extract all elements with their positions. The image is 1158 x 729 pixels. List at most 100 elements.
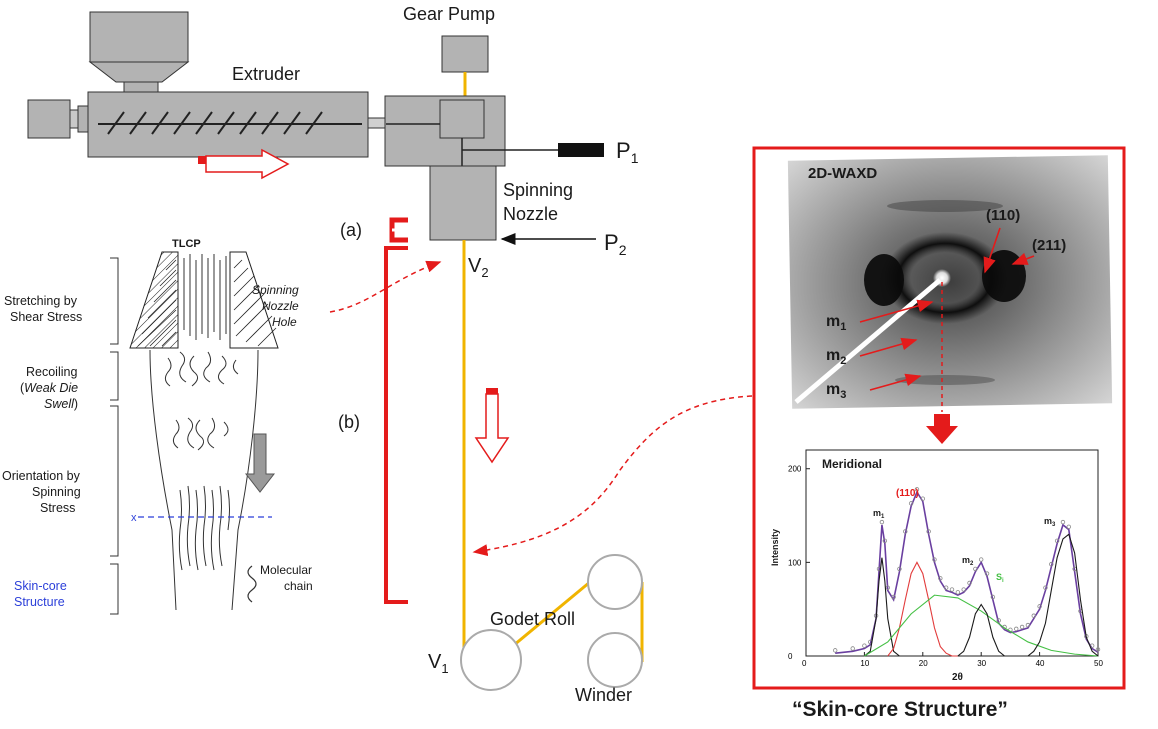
godet-roll-label: Godet Roll — [490, 609, 575, 629]
data-point — [1095, 647, 1101, 652]
stretching-label-2: Shear Stress — [10, 310, 82, 324]
label-a: (a) — [340, 220, 362, 240]
data-point — [914, 487, 920, 492]
bracket-b — [384, 246, 408, 604]
m2-label: m2 — [826, 347, 846, 367]
chart-peak-110: (110) — [896, 488, 919, 499]
stretching-label-1: Stretching by — [4, 294, 78, 308]
motor-block — [27, 99, 71, 139]
flow-arrow-right — [198, 148, 290, 180]
motor-coupling — [69, 109, 79, 129]
screw-flights — [107, 111, 323, 135]
godet-winder: Godet Roll Winder V1 — [428, 554, 644, 705]
data-point — [903, 529, 908, 534]
p1-label: P1 — [616, 138, 639, 166]
v1-label: V1 — [428, 651, 449, 676]
hopper-top — [89, 11, 189, 63]
molecular-label-2: chain — [284, 579, 313, 593]
arrow-m1 — [859, 299, 934, 323]
arrow-m3 — [869, 373, 922, 391]
arrow-110 — [983, 227, 1001, 274]
orientation-label-3: Stress — [40, 501, 75, 515]
data-point — [850, 646, 855, 651]
series-line-6 — [1027, 533, 1099, 657]
chart-title: Meridional — [822, 457, 882, 471]
hopper-neck — [123, 81, 159, 93]
y-tick-label: 0 — [788, 652, 793, 661]
beam-stop — [794, 278, 942, 404]
barrel-connector — [367, 117, 387, 129]
skin-core-caption: “Skin-core Structure” — [792, 698, 1008, 721]
extruder-label: Extruder — [232, 64, 300, 84]
bracket-recoiling — [110, 351, 119, 401]
hopper-funnel — [88, 61, 190, 83]
data-point — [908, 501, 914, 506]
orientation-label-1: Orientation by — [2, 469, 81, 483]
peak-110-label: (110) — [986, 207, 1020, 224]
oriented-chains — [178, 485, 230, 571]
fat-arrow-down — [926, 414, 958, 444]
recoiled-chains — [164, 351, 239, 451]
chart-peak-m2: m2 — [962, 555, 974, 567]
link-arrow-waxd — [472, 395, 753, 557]
x-tick-label: 50 — [1094, 659, 1103, 668]
data-point — [932, 557, 937, 562]
link-arrow-nozzle — [329, 260, 442, 313]
y-tick-label: 100 — [788, 558, 802, 567]
data-point — [1037, 604, 1042, 609]
die-left — [129, 251, 179, 349]
series-line-5 — [957, 603, 1005, 657]
data-point — [897, 566, 902, 572]
chart-peak-m1: m1 — [873, 508, 885, 520]
molecular-chain-icon — [247, 565, 257, 603]
data-point — [961, 587, 966, 592]
down-arrow-gray — [244, 433, 276, 493]
y-tick-label: 200 — [788, 465, 802, 474]
data-point — [1031, 613, 1036, 618]
waxd-title: 2D-WAXD — [808, 165, 877, 182]
data-point — [879, 519, 885, 525]
p2-label: P2 — [604, 230, 627, 258]
data-point — [949, 587, 955, 592]
nozzle-label-1: Spinning — [503, 180, 573, 200]
fiber-body-outline — [149, 349, 259, 611]
data-point — [862, 643, 867, 648]
data-point — [938, 576, 943, 581]
tlcp-title: TLCP — [172, 238, 201, 250]
data-point — [996, 618, 1001, 623]
chart-peak-m3: m3 — [1044, 516, 1056, 528]
skin-core-label-2: Structure — [14, 595, 65, 609]
gear-pump-top — [441, 35, 489, 73]
series-line-4 — [864, 594, 1099, 657]
label-b: (b) — [338, 412, 360, 432]
nozzle-hole-label-3: Hole — [272, 315, 297, 329]
data-point — [1014, 626, 1019, 632]
arrow-211 — [1011, 252, 1035, 265]
die-right — [229, 251, 279, 349]
bracket-orientation — [110, 405, 119, 557]
nozzle-hole-label-1: Spinning — [252, 283, 299, 297]
recoiling-label-1: Recoiling — [26, 365, 77, 379]
p1-sensor — [558, 143, 604, 157]
extruder-assembly: Extruder — [27, 11, 387, 180]
spinning-nozzle-block — [429, 165, 497, 241]
waxd-halo — [887, 200, 1003, 212]
aligned-chains-top — [183, 254, 227, 340]
chart-ylabel: Intensity — [770, 529, 780, 566]
molecular-label-1: Molecular — [260, 563, 312, 577]
waxd-halo-bottom — [895, 375, 995, 385]
x-tick-label: 30 — [977, 659, 986, 668]
godet-roll-bottom — [460, 629, 522, 691]
arrow-m2 — [859, 337, 918, 357]
data-point — [885, 585, 890, 590]
series-line-2 — [864, 557, 900, 657]
data-point — [882, 538, 888, 544]
fiber-line: V2 (a) (b) — [329, 217, 753, 650]
waxd-arc-left — [864, 254, 904, 306]
nozzle-hole-label-2: Nozzle — [262, 299, 299, 313]
data-point — [1049, 562, 1054, 567]
data-point — [955, 590, 961, 595]
data-point — [1054, 538, 1060, 544]
